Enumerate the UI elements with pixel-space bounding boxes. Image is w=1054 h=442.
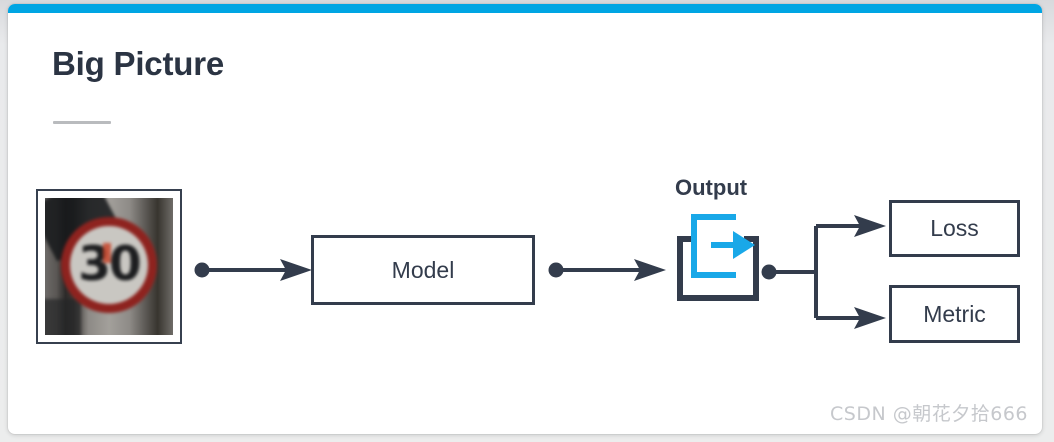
slide-card: Big Picture 30: [8, 4, 1042, 434]
node-metric-box[interactable]: Metric: [889, 285, 1020, 343]
connector-split-arrows-icon: [761, 215, 886, 329]
export-output-icon: [675, 209, 761, 303]
photo-dark-streak-2: [45, 299, 81, 335]
speed-sign-digits: 30: [78, 236, 141, 292]
photo-blur-layer: 30: [45, 198, 173, 335]
watermark: CSDN @朝花夕拾666: [830, 403, 1028, 425]
node-model-box[interactable]: Model: [311, 235, 535, 305]
output-label: Output: [675, 175, 748, 200]
speed-sign-ring: [61, 216, 157, 313]
node-loss-box[interactable]: Loss: [889, 200, 1020, 257]
node-loss-label: Loss: [930, 215, 979, 241]
big-picture-diagram: 30 Model: [8, 4, 1042, 434]
connector-input-to-model: [194, 254, 318, 286]
node-metric-label: Metric: [923, 300, 986, 327]
connector-arrow-icon: [194, 259, 312, 281]
export-output-icon-svg: [677, 214, 759, 301]
top-accent-bar: [8, 4, 1042, 13]
title-divider: [53, 121, 111, 124]
connector-arrow-icon: [548, 259, 666, 281]
node-model-label: Model: [391, 256, 455, 283]
speed-sign-red-smear: [103, 242, 111, 263]
input-image-frame: 30: [36, 189, 182, 344]
page-title: Big Picture: [52, 45, 225, 82]
input-image-photo: 30: [45, 198, 173, 335]
connector-model-to-output: [548, 254, 672, 286]
connector-output-to-loss-and-metric: [760, 200, 894, 344]
